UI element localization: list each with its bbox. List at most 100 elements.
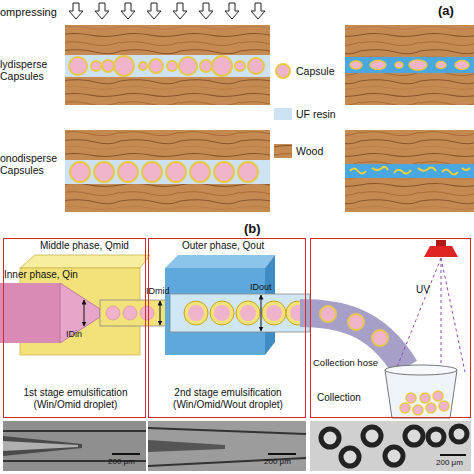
capsule xyxy=(214,162,234,182)
droplet-core xyxy=(240,305,256,321)
micrograph-frame xyxy=(310,421,471,471)
droplet xyxy=(372,330,388,346)
capsule xyxy=(94,162,114,182)
capillary-wall xyxy=(148,458,306,466)
legend-swatch xyxy=(274,108,292,120)
droplet-core xyxy=(266,305,282,321)
scale-label: 200 μm xyxy=(264,457,302,466)
compress-arrow xyxy=(147,3,161,19)
stage-frame: 2nd stage emulsification (Win/Omid/Wout … xyxy=(148,238,306,418)
outer-box-top xyxy=(165,255,275,268)
uv-ray xyxy=(441,258,465,372)
node-caption: Collection xyxy=(317,392,387,404)
flow-label: Outer phase, Qout xyxy=(182,240,292,252)
capsule xyxy=(102,60,114,72)
legend-text: UF resin xyxy=(296,108,336,120)
droplet xyxy=(406,393,416,403)
droplet-core xyxy=(188,305,204,321)
legend-entry: Capsule xyxy=(274,62,335,80)
compress-arrow xyxy=(225,3,239,19)
wood-laminate xyxy=(65,130,270,212)
group-label: onodisperse Capsules xyxy=(0,152,64,176)
stage-frame: 1st stage emulsification (Win/Omid dropl… xyxy=(3,238,146,418)
legend-symbol xyxy=(274,62,292,80)
wood-layer xyxy=(345,130,474,164)
legend-text: Wood xyxy=(296,145,323,157)
dimension-label: IDmid xyxy=(146,286,176,296)
capsule xyxy=(69,57,87,75)
capsule-remnant xyxy=(455,61,469,70)
wood-layer xyxy=(345,178,474,212)
shell-fragment xyxy=(442,170,458,175)
capsule xyxy=(70,162,90,182)
droplet-core xyxy=(214,305,230,321)
capsule xyxy=(149,59,163,73)
wood-layer xyxy=(65,77,270,105)
capsule xyxy=(200,60,212,72)
capsule xyxy=(179,57,197,75)
resin-layer xyxy=(345,164,474,178)
micrograph-frame xyxy=(148,421,306,471)
shell-fragment xyxy=(462,168,470,170)
resin-layer xyxy=(345,57,474,73)
capillary-bore xyxy=(3,441,78,451)
capsule xyxy=(212,56,232,76)
middle-capillary xyxy=(100,300,170,326)
micrograph-frame xyxy=(3,421,146,471)
part-label: UV xyxy=(416,284,438,296)
compress-arrow xyxy=(199,3,213,19)
capsule-remnant xyxy=(409,60,427,70)
beaker-rim xyxy=(385,365,457,375)
capsule xyxy=(235,61,245,71)
droplet xyxy=(140,306,154,320)
wood-layer xyxy=(65,184,270,212)
droplet xyxy=(400,403,410,413)
compress-arrows xyxy=(69,3,265,19)
wood-layer xyxy=(345,25,474,57)
compress-arrow xyxy=(121,3,135,19)
legend-text: Capsule xyxy=(296,65,335,77)
wood-symbol xyxy=(274,144,292,158)
micrograph xyxy=(148,421,306,471)
capsule-image xyxy=(341,448,359,466)
droplet xyxy=(420,393,430,403)
droplet-shell xyxy=(262,301,286,325)
capsule-image xyxy=(385,447,403,465)
droplet-shell xyxy=(210,301,234,325)
capsule xyxy=(166,162,186,182)
capillary-tip xyxy=(148,440,225,452)
capsule xyxy=(167,61,177,71)
micrograph xyxy=(310,421,471,471)
resin-layer xyxy=(65,160,270,184)
dimension-label: IDin xyxy=(66,329,96,339)
wood-laminate xyxy=(345,25,474,105)
legend-symbol xyxy=(274,142,292,160)
droplet xyxy=(123,306,137,320)
capsule xyxy=(139,62,147,70)
flow-label: Middle phase, Qmid xyxy=(40,240,150,252)
dimension-arrows xyxy=(84,295,261,331)
node-caption: 2nd stage emulsification (Win/Omid/Wout … xyxy=(164,387,292,410)
droplet xyxy=(413,405,423,415)
capsule-image xyxy=(321,429,339,447)
legend-entry: Wood xyxy=(274,142,323,160)
outer-phase-box xyxy=(165,255,310,355)
uv-ray xyxy=(395,258,441,372)
capsule-remnant xyxy=(350,61,362,69)
group-label: lydisperse Capsules xyxy=(0,58,64,82)
capsule xyxy=(190,162,210,182)
compress-arrow xyxy=(95,3,109,19)
compress-arrow xyxy=(251,3,265,19)
scale-bar xyxy=(268,453,296,455)
node-caption: 1st stage emulsification (Win/Omid dropl… xyxy=(12,387,139,410)
scale-label: 200 μm xyxy=(108,457,146,466)
capsule xyxy=(248,58,264,74)
capsule xyxy=(91,61,101,71)
wood-layer xyxy=(345,73,474,105)
capsule-symbol xyxy=(276,64,290,78)
resin-layer xyxy=(65,55,270,77)
wood-laminate xyxy=(65,25,270,105)
capsule-remnant xyxy=(370,61,386,70)
capsule-remnant xyxy=(436,62,446,69)
